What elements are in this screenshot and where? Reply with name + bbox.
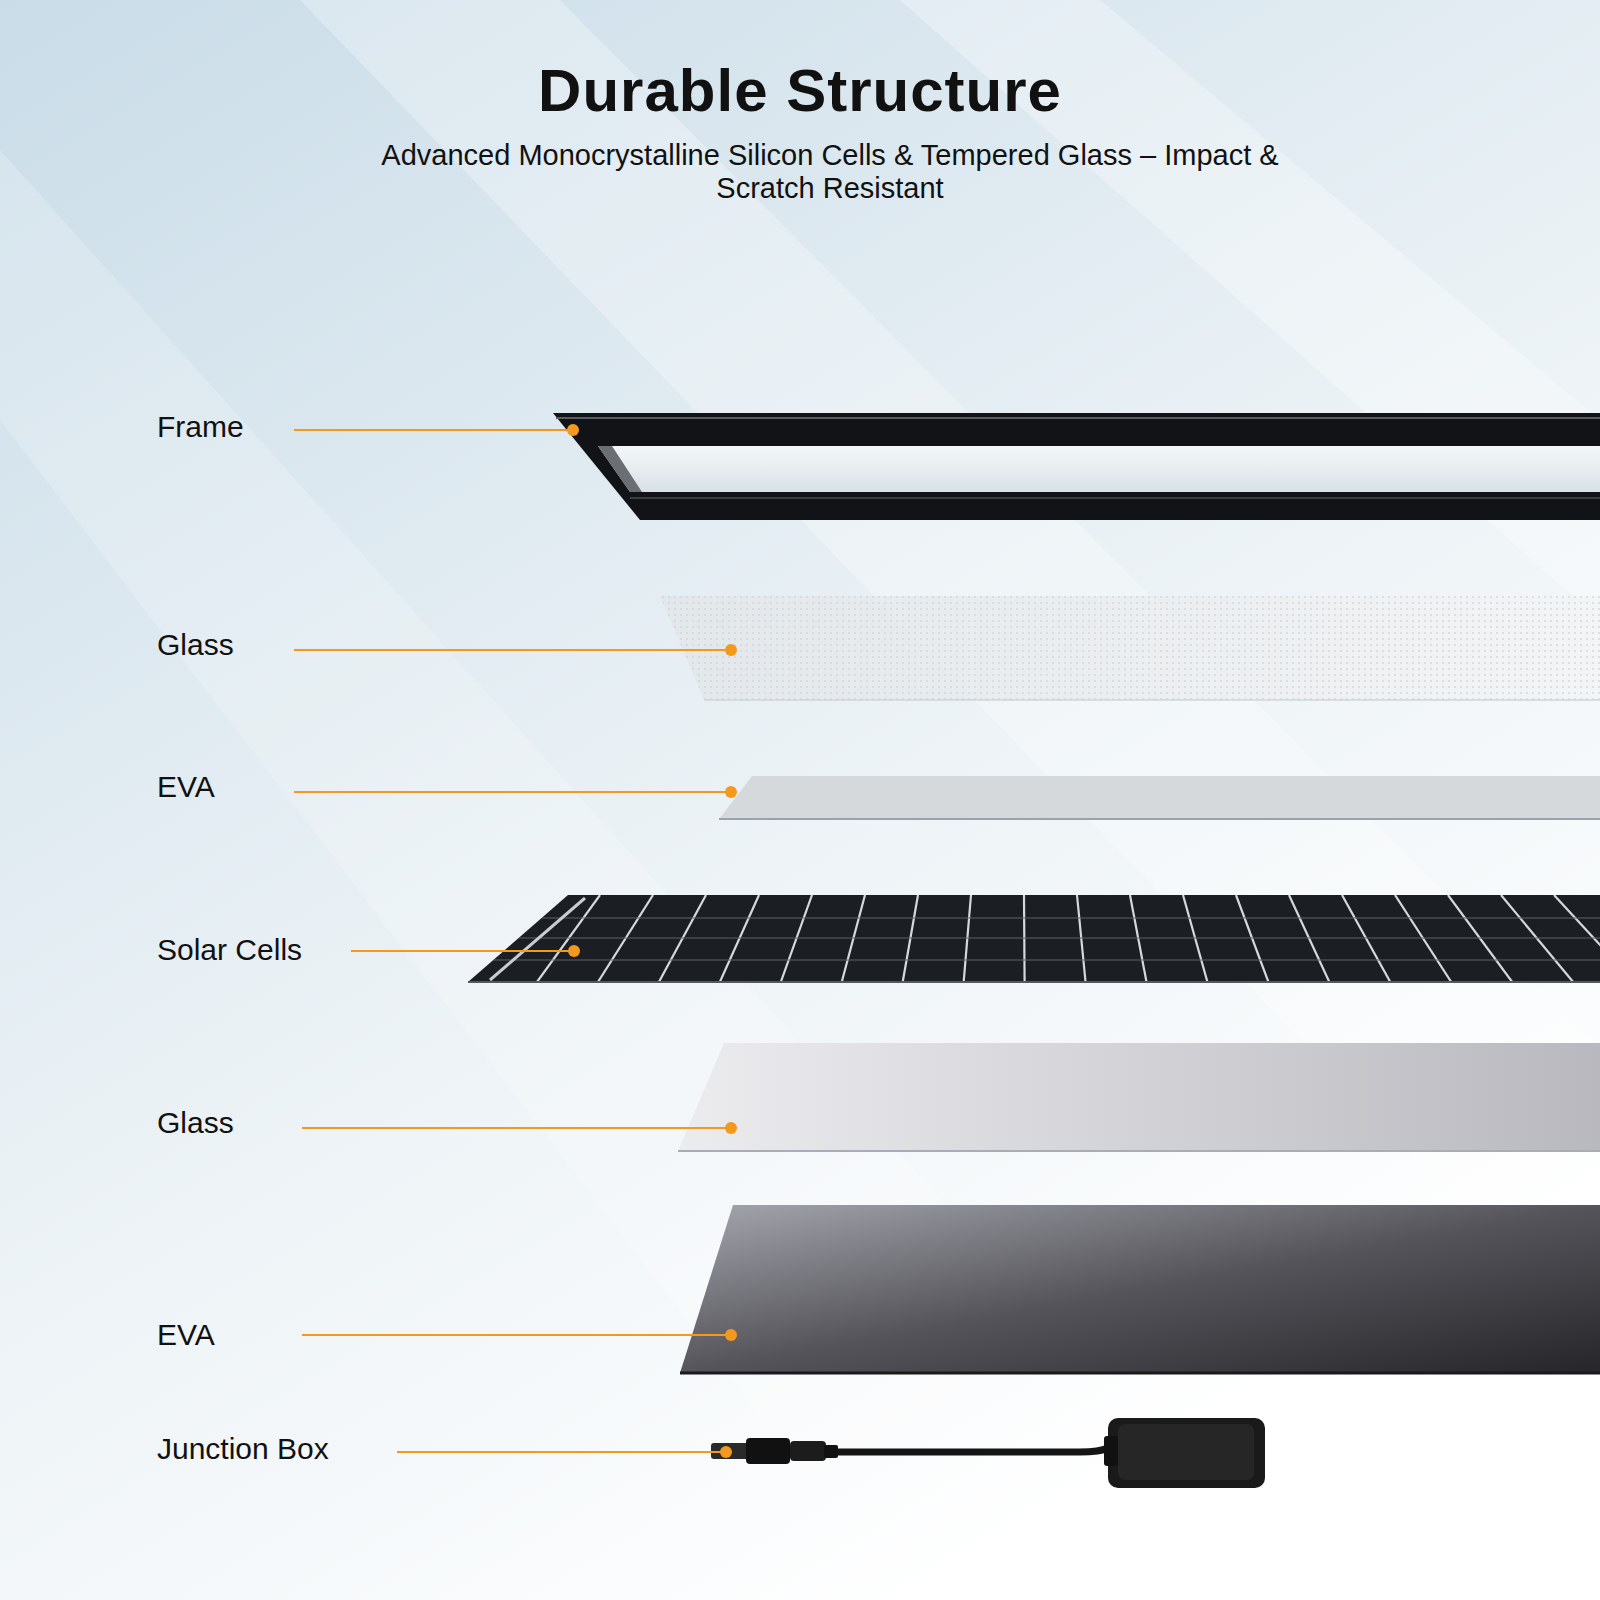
- subtitle: Advanced Monocrystalline Silicon Cells &…: [330, 139, 1330, 205]
- leader-dot: [725, 644, 737, 656]
- back-glass-layer: [678, 1043, 1600, 1151]
- part-name: Junction Box: [157, 1432, 329, 1466]
- leader-dot: [720, 1446, 732, 1458]
- leader-line: [294, 644, 737, 656]
- leader-line: [294, 424, 579, 436]
- light-ray: [300, 0, 1600, 1350]
- leader-line: [302, 1334, 731, 1336]
- part-name: Glass: [157, 1106, 234, 1140]
- junction-box-drawing: [711, 1418, 1265, 1488]
- part-name: EVA: [157, 1318, 215, 1352]
- leader-line: [294, 791, 731, 793]
- cell-grid-line: [440, 938, 1600, 939]
- leader-dot: [725, 786, 737, 798]
- title: Durable Structure: [300, 56, 1300, 125]
- light-ray: [0, 150, 1300, 1600]
- leader-dot: [725, 1329, 737, 1341]
- leader-line: [294, 429, 573, 431]
- cell-grid-line: [440, 918, 1600, 919]
- leader-line: [397, 1451, 726, 1453]
- leader-line: [294, 649, 731, 651]
- leader-line: [302, 1127, 731, 1129]
- cell-grid-line: [440, 960, 1600, 961]
- part-name: Frame: [157, 410, 244, 444]
- leader-dot: [567, 424, 579, 436]
- leader-dot: [725, 1122, 737, 1134]
- leader-line: [351, 945, 580, 957]
- leader-line: [302, 1329, 737, 1341]
- top-eva-layer: [719, 776, 1600, 819]
- back-eva-layer: [680, 1205, 1600, 1373]
- frame-layer: [553, 413, 1600, 520]
- leader-line: [294, 786, 737, 798]
- leader-dot: [568, 945, 580, 957]
- leader-line: [351, 950, 574, 952]
- top-glass-layer: [660, 596, 1600, 700]
- part-name: Glass: [157, 628, 234, 662]
- solar-cells-layer: [440, 895, 1600, 982]
- part-name: Solar Cells: [157, 933, 302, 967]
- part-name: EVA: [157, 770, 215, 804]
- leader-line: [397, 1446, 732, 1458]
- leader-line: [302, 1122, 737, 1134]
